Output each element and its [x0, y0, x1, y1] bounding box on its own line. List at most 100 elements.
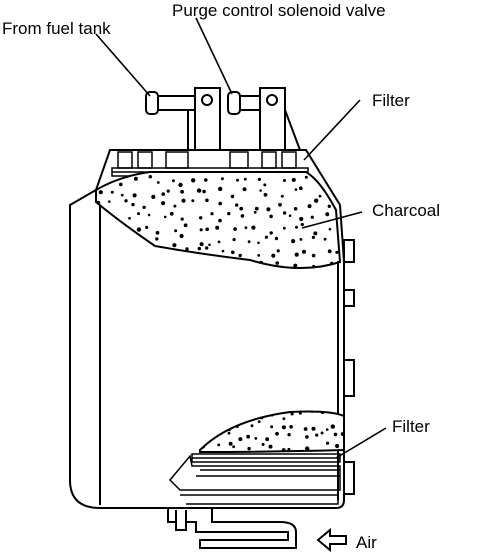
charcoal-granule — [191, 199, 195, 203]
charcoal-granule — [320, 431, 324, 435]
charcoal-granule — [147, 213, 151, 217]
charcoal-granule — [269, 231, 273, 235]
charcoal-granule — [247, 446, 251, 451]
charcoal-granule — [313, 231, 318, 236]
charcoal-granule — [205, 227, 209, 232]
charcoal-granule — [132, 193, 137, 198]
charcoal-granule — [185, 247, 189, 251]
callout-lines — [95, 17, 387, 459]
charcoal-granule — [310, 215, 314, 219]
charcoal-granule — [205, 198, 209, 203]
charcoal-granule — [300, 222, 304, 227]
charcoal-granule — [281, 425, 286, 430]
charcoal-granule — [298, 411, 302, 415]
charcoal-granule — [180, 217, 184, 221]
charcoal-granule — [282, 417, 286, 421]
charcoal-granule — [261, 443, 265, 446]
charcoal-granule — [246, 434, 251, 439]
charcoal-granule — [327, 249, 332, 254]
charcoal-granule — [257, 254, 261, 257]
charcoal-granule — [318, 194, 322, 198]
label-filter-bottom: Filter — [392, 417, 430, 436]
charcoal-granule — [311, 426, 316, 431]
charcoal-granule — [288, 214, 292, 217]
charcoal-granule — [133, 176, 138, 181]
charcoal-granule — [191, 178, 196, 183]
charcoal-granule — [281, 448, 286, 452]
charcoal-granule — [169, 211, 174, 216]
charcoal-granule — [269, 214, 273, 219]
charcoal-granule — [314, 198, 319, 203]
charcoal-granule — [282, 226, 286, 230]
charcoal-granule — [171, 179, 175, 183]
charcoal-granule — [243, 177, 247, 181]
charcoal-granule — [120, 193, 124, 197]
charcoal-granule — [218, 186, 223, 192]
charcoal-granule — [124, 199, 128, 203]
charcoal-granule — [202, 189, 206, 194]
charcoal-granule — [163, 215, 167, 219]
label-filter-top: Filter — [372, 91, 410, 110]
charcoal-granule — [110, 190, 114, 194]
bottom-outlet — [167, 507, 297, 549]
charcoal-granule — [233, 227, 237, 231]
charcoal-granule — [199, 216, 203, 220]
charcoal-granule — [228, 441, 233, 446]
charcoal-granule — [302, 249, 306, 254]
charcoal-granule — [221, 249, 225, 253]
charcoal-granule — [179, 233, 184, 239]
label-charcoal: Charcoal — [372, 201, 440, 220]
charcoal-granule — [263, 183, 267, 187]
charcoal-granule — [311, 253, 316, 258]
charcoal-granule — [274, 236, 279, 241]
label-purge-valve: Purge control solenoid valve — [172, 1, 386, 20]
charcoal-granule — [254, 206, 259, 211]
charcoal-granule — [264, 235, 268, 239]
charcoal-granule — [326, 441, 330, 445]
charcoal-granule — [155, 230, 160, 235]
charcoal-granule — [275, 431, 279, 436]
charcoal-granule — [208, 243, 211, 247]
charcoal-granule — [340, 431, 344, 437]
charcoal-granule — [131, 202, 135, 207]
charcoal-granule — [289, 425, 293, 429]
charcoal-granule — [311, 235, 315, 239]
charcoal-granule — [242, 187, 247, 192]
charcoal-granule — [108, 200, 111, 203]
charcoal-granule — [347, 444, 350, 447]
charcoal-granule — [161, 192, 165, 196]
charcoal-granule — [259, 189, 262, 192]
charcoal-granule — [257, 420, 261, 423]
charcoal-granule — [275, 261, 280, 265]
charcoal-granule — [270, 425, 274, 429]
charcoal-granule — [197, 246, 201, 251]
charcoal-granule — [166, 189, 170, 193]
charcoal-granule — [304, 175, 308, 179]
charcoal-granule — [235, 203, 239, 207]
charcoal-granule — [312, 264, 316, 269]
charcoal-granule — [236, 178, 239, 182]
charcoal-granule — [325, 212, 330, 217]
charcoal-granule — [251, 225, 256, 230]
charcoal-granule — [350, 422, 353, 425]
charcoal-granule — [323, 237, 327, 241]
charcoal-granule — [238, 253, 242, 258]
charcoal-granule — [240, 214, 245, 218]
charcoal-granule — [263, 192, 268, 197]
charcoal-granule — [325, 428, 329, 431]
charcoal-granule — [205, 246, 209, 250]
charcoal-granule — [294, 188, 298, 191]
charcoal-granule — [330, 261, 334, 265]
charcoal-granule — [250, 424, 254, 428]
charcoal-granule — [137, 212, 140, 216]
charcoal-granule — [268, 444, 273, 449]
charcoal-granule — [327, 204, 331, 208]
charcoal-granule — [290, 412, 294, 416]
charcoal-granule — [210, 212, 214, 216]
charcoal-granule — [247, 240, 251, 244]
charcoal-granule — [142, 205, 146, 209]
bottom-charcoal — [199, 410, 353, 454]
charcoal-granule — [328, 227, 332, 231]
charcoal-granule — [231, 250, 235, 255]
